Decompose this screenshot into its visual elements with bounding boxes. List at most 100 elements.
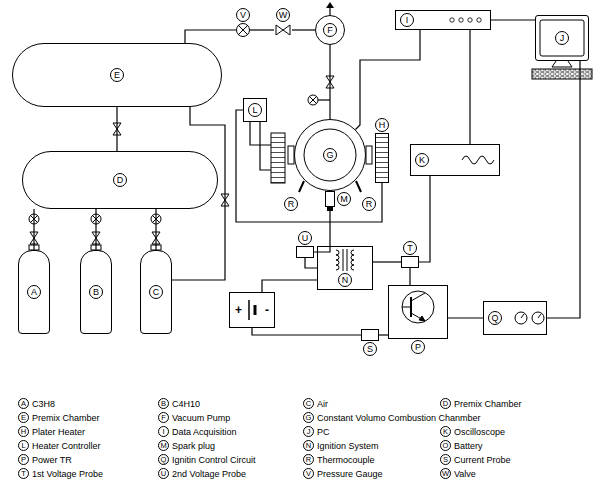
plate-heater-left: [271, 133, 285, 183]
legend-item: BC4H10: [158, 398, 200, 409]
legend-item: SCurrent Probe: [440, 454, 511, 465]
legend-item: KOscilloscope: [440, 426, 505, 437]
callout-letter: D: [113, 173, 127, 187]
legend-letter: F: [158, 412, 169, 423]
legend-item: QIgnitin Control Circuit: [158, 454, 256, 465]
ignition-system: N: [317, 246, 373, 290]
legend-letter: S: [440, 454, 451, 465]
oscilloscope: K: [410, 144, 500, 176]
legend-item: RThermocouple: [303, 454, 375, 465]
legend-item: LHeater Controller: [18, 440, 101, 451]
legend-letter: N: [303, 440, 314, 451]
callout-letter: W: [276, 8, 290, 22]
pipe-or-wire: [379, 334, 388, 335]
callout-letter: V: [236, 8, 250, 22]
legend-item: T1st Voltage Probe: [18, 468, 103, 479]
pipe-or-wire: [448, 317, 483, 318]
callout-letter: Q: [488, 311, 502, 325]
legend-letter: V: [303, 468, 314, 479]
voltage-probe: U: [296, 246, 314, 258]
data-acquisition: I: [395, 10, 491, 30]
gauge-symbol: [308, 95, 318, 105]
legend-item: DPremix Chamber: [440, 398, 522, 409]
control-dials: [515, 312, 544, 324]
cylinder-valves: [29, 214, 161, 250]
legend-item: GConstant Volumo Combustion Chanmber: [303, 412, 481, 423]
legend-letter: U: [158, 468, 169, 479]
pipe-or-wire: [355, 30, 420, 130]
vacuum-pump: F: [315, 15, 345, 45]
legend-letter: H: [18, 426, 29, 437]
scope-trace: [462, 156, 494, 164]
gas-cylinder: A: [18, 250, 50, 334]
pipe-or-wire: [373, 261, 401, 262]
legend-letter: M: [158, 440, 169, 451]
callout-letter: G: [323, 148, 337, 162]
battery: +-: [229, 292, 275, 328]
legend-letter: R: [303, 454, 314, 465]
legend-text: Pressure Gauge: [317, 469, 383, 479]
callout-letter: T: [403, 241, 417, 255]
ignition-control-circuit: Q: [483, 301, 547, 335]
legend-text: Data Acquisition: [172, 427, 237, 437]
gas-tank: D: [22, 151, 218, 209]
callout-letter: J: [555, 31, 569, 45]
legend-item: U2nd Voltage Probe: [158, 468, 246, 479]
pipe-or-wire: [95, 209, 96, 250]
battery-plate: [248, 300, 250, 320]
legend-letter: D: [440, 398, 451, 409]
pressure-gauge: V: [236, 23, 250, 37]
callout-letter: R: [284, 197, 298, 211]
callout-letter: U: [298, 231, 312, 245]
legend-text: Power TR: [32, 455, 72, 465]
legend-text: Valve: [454, 469, 476, 479]
spark-plug: M: [325, 191, 335, 207]
pipe-or-wire: [547, 61, 580, 318]
legend-item: IData Acquisition: [158, 426, 237, 437]
plate-heater-hatch: [375, 133, 389, 183]
callout-letter: F: [323, 23, 337, 37]
pipe-or-wire: [292, 29, 315, 30]
pipe-or-wire: [305, 258, 317, 268]
legend-text: Spark plug: [172, 441, 215, 451]
legend-item: AC3H8: [18, 398, 55, 409]
pipe-or-wire: [172, 107, 225, 280]
legend-text: 2nd Voltage Probe: [172, 469, 246, 479]
callout-letter: E: [110, 68, 124, 82]
pc-stand: [552, 61, 572, 67]
transformer-core: [343, 249, 347, 271]
legend-letter: C: [303, 398, 314, 409]
plate-heater: H: [375, 133, 389, 183]
legend-letter: B: [158, 398, 169, 409]
callout-letter: C: [149, 285, 163, 299]
callout-letter: A: [27, 285, 41, 299]
valve-symbol: [276, 25, 290, 35]
transistor-symbol: [402, 291, 434, 323]
daq-terminals: [450, 18, 481, 22]
legend-letter: L: [18, 440, 29, 451]
heater-controller: L: [243, 98, 267, 122]
heater-wire: [250, 122, 271, 170]
pipe-or-wire: [155, 209, 156, 250]
pc: J: [535, 15, 589, 61]
legend-letter: I: [158, 426, 169, 437]
legend-item: PPower TR: [18, 454, 72, 465]
callout-letter: I: [400, 13, 414, 27]
current-probe: S: [361, 329, 379, 341]
pc-screen: [540, 20, 584, 56]
gas-tank: E: [12, 43, 222, 107]
legend-text: Air: [317, 399, 328, 409]
chamber-inner: [304, 129, 356, 181]
legend-text: Plater Heater: [32, 427, 85, 437]
pipe-or-wire: [185, 30, 236, 43]
legend-item: OBattery: [440, 440, 483, 451]
gauge-cross: [238, 25, 248, 35]
callout-letter: B: [89, 285, 103, 299]
pipe-or-wire: [252, 328, 361, 335]
legend-text: Ignition System: [317, 441, 379, 451]
combustion-chamber: G: [294, 119, 366, 191]
pipe-or-wire: [329, 45, 330, 119]
callout-letter: K: [415, 153, 429, 167]
legend-item: CAir: [303, 398, 328, 409]
gas-cylinder: B: [80, 250, 112, 334]
